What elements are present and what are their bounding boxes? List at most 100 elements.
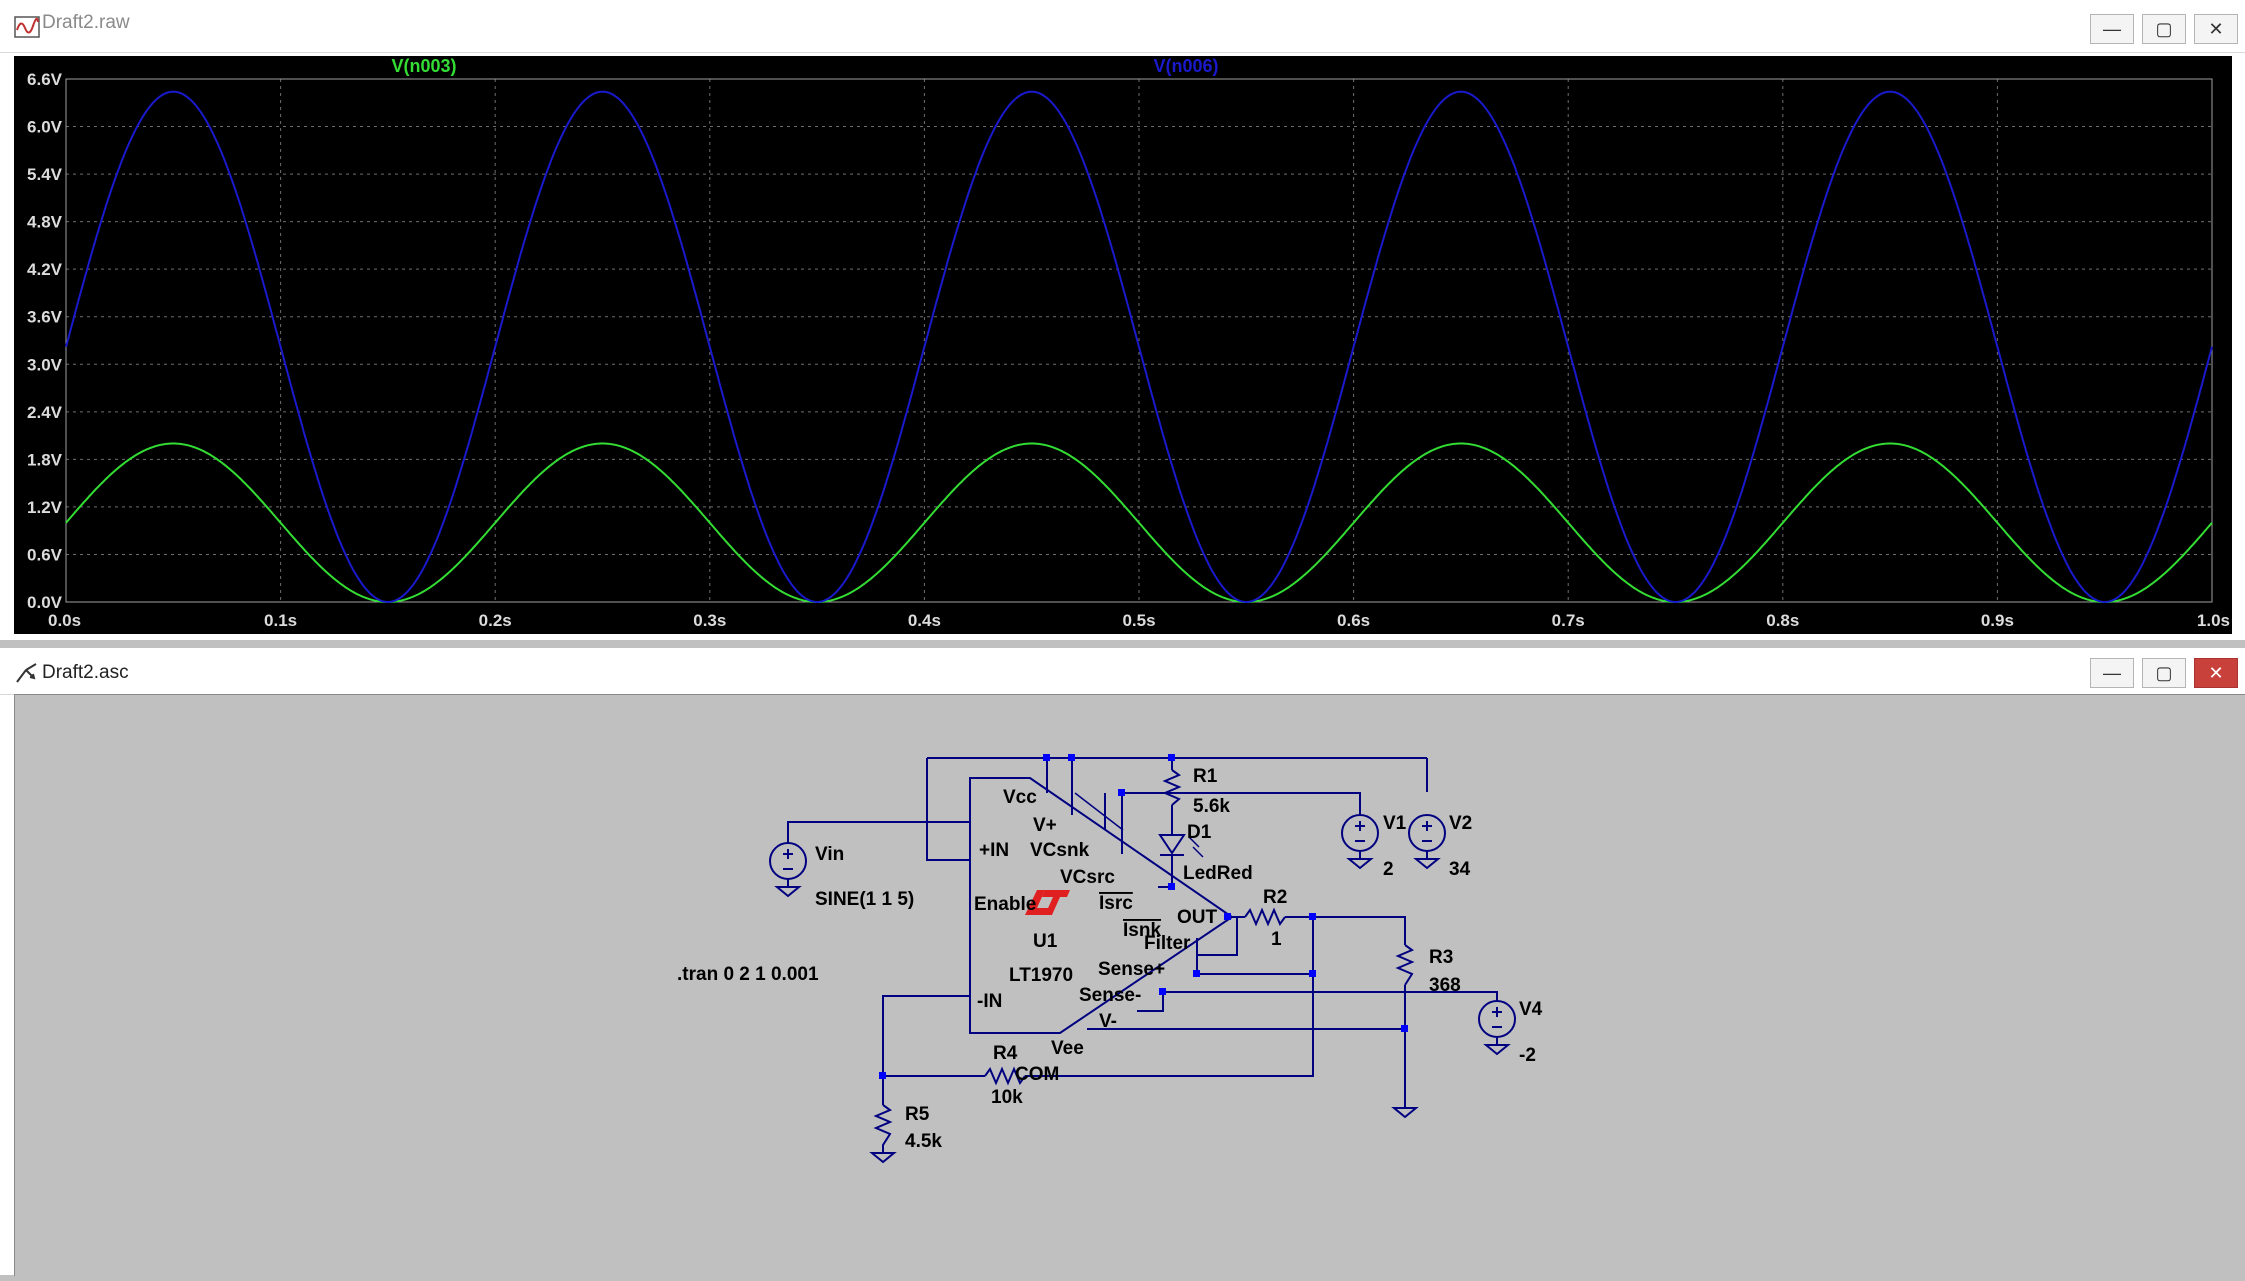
x-tick-label: 0.8s: [1766, 611, 1799, 630]
schematic-minimize-button[interactable]: —: [2090, 658, 2134, 688]
v1-source-symbol[interactable]: [1341, 814, 1379, 870]
pin-label-isrc: Isrc: [1099, 893, 1133, 914]
x-tick-label: 0.9s: [1981, 611, 2014, 630]
y-tick-label: 6.6V: [27, 70, 63, 89]
schematic-maximize-button[interactable]: ▢: [2142, 658, 2186, 688]
y-tick-label: 4.8V: [27, 213, 63, 232]
pin-label-vcsnk: VCsnk: [1030, 840, 1090, 861]
plot-grid: [65, 78, 2213, 603]
pin-label-in-plus: +IN: [979, 840, 1009, 861]
x-tick-label: 0.3s: [693, 611, 726, 630]
plot-frame: [65, 78, 2213, 603]
x-tick-label: 0.6s: [1337, 611, 1370, 630]
schematic-drawing[interactable]: Vcc V+ VCsnk VCsrc Isrc Isnk +IN Enable …: [15, 695, 2245, 1276]
r1-ref-label: R1: [1193, 766, 1218, 787]
pin-label-in-minus: -IN: [977, 991, 1002, 1012]
d1-value-label: LedRed: [1183, 863, 1253, 884]
ground-symbol: [869, 1152, 897, 1164]
r2-value-label: 1: [1271, 929, 1282, 950]
pin-label-vcc: Vcc: [1003, 787, 1037, 808]
r4-value-label: 10k: [991, 1087, 1023, 1108]
x-tick-label: 0.5s: [1122, 611, 1155, 630]
schematic-file-icon: [16, 663, 37, 683]
v1-ref-label: V1: [1383, 813, 1407, 834]
y-tick-label: 6.0V: [27, 118, 63, 137]
r2-resistor-symbol[interactable]: [1244, 907, 1286, 927]
r5-ref-label: R5: [905, 1104, 930, 1125]
pin-label-sense-plus: Sense+: [1098, 959, 1165, 980]
lt-logo: [1025, 890, 1070, 915]
y-tick-label: 3.0V: [27, 355, 63, 374]
waveform-plot[interactable]: 0.0V0.6V1.2V1.8V2.4V3.0V3.6V4.2V4.8V5.4V…: [14, 56, 2232, 634]
schematic-window-title: Draft2.asc: [42, 662, 129, 683]
v2-source-symbol[interactable]: [1408, 814, 1446, 870]
trace-vn003: [65, 442, 2213, 603]
wire-junctions: [879, 754, 1408, 1079]
wires: [787, 757, 1498, 1108]
plot-window-title: Draft2.raw: [42, 12, 130, 33]
legend-label-vn006: V(n006): [1153, 56, 1218, 76]
legend-label-vn003: V(n003): [391, 56, 456, 76]
x-axis-ticks: 0.0s 0.1s 0.2s 0.3s 0.4s 0.5s 0.6s 0.7s 0.8s 0.9s…: [48, 611, 2230, 630]
u1-lt1970-symbol[interactable]: [969, 777, 1234, 1034]
pin-label-out-visible: OUT: [1177, 907, 1218, 928]
x-tick-label: 1.0s: [2197, 611, 2230, 630]
d1-led-symbol[interactable]: [1158, 834, 1204, 858]
x-tick-label: 0.0s: [48, 611, 81, 630]
u1-ref-label: U1: [1033, 931, 1058, 952]
r4-ref-label: R4: [993, 1043, 1018, 1064]
ground-symbol: [1391, 1107, 1419, 1119]
x-tick-label: 0.4s: [908, 611, 941, 630]
y-axis-ticks: 0.0V0.6V1.2V1.8V2.4V3.0V3.6V4.2V4.8V5.4V…: [27, 70, 63, 612]
v2-value-label: 34: [1449, 859, 1471, 880]
y-tick-label: 3.6V: [27, 308, 63, 327]
x-tick-label: 0.7s: [1552, 611, 1585, 630]
r5-resistor-symbol[interactable]: [873, 1104, 893, 1153]
trace-legend: V(n003) V(n006): [391, 56, 1218, 76]
x-tick-label: 0.1s: [264, 611, 297, 630]
plot-window-titlebar[interactable]: Draft2.raw — ▢ ✕: [0, 0, 2245, 53]
schematic-canvas[interactable]: Vcc V+ VCsnk VCsrc Isrc Isnk +IN Enable …: [14, 694, 2245, 1276]
r1-resistor-symbol[interactable]: [1162, 769, 1182, 806]
y-tick-label: 1.2V: [27, 498, 63, 517]
vin-source-symbol[interactable]: [769, 842, 807, 898]
r5-value-label: 4.5k: [905, 1131, 942, 1152]
tran-directive[interactable]: .tran 0 2 1 0.001: [677, 964, 819, 985]
vin-value-label: SINE(1 1 5): [815, 889, 914, 910]
plot-close-button[interactable]: ✕: [2194, 14, 2238, 44]
plot-minimize-button[interactable]: —: [2090, 14, 2134, 44]
r1-value-label: 5.6k: [1193, 796, 1230, 817]
r2-ref-label: R2: [1263, 887, 1287, 908]
plot-maximize-button[interactable]: ▢: [2142, 14, 2186, 44]
v4-value-label: -2: [1519, 1045, 1536, 1066]
v1-value-label: 2: [1383, 859, 1394, 880]
v2-ref-label: V2: [1449, 813, 1472, 834]
pin-label-filter: Filter: [1144, 933, 1191, 954]
waveform-file-icon: [14, 16, 40, 38]
x-tick-label: 0.2s: [479, 611, 512, 630]
y-tick-label: 0.0V: [27, 593, 63, 612]
r3-value-label: 368: [1429, 975, 1461, 996]
r3-ref-label: R3: [1429, 947, 1453, 968]
pin-label-vplus: V+: [1033, 815, 1057, 836]
pin-label-vminus: V-: [1099, 1011, 1117, 1032]
schematic-close-button[interactable]: ✕: [2194, 658, 2238, 688]
v4-ref-label: V4: [1519, 999, 1543, 1020]
vin-ref-label: Vin: [815, 844, 844, 865]
schematic-editor-window: Draft2.asc — ▢ ✕: [0, 648, 2245, 1276]
plot-traces: [65, 90, 2213, 604]
r3-resistor-symbol[interactable]: [1395, 944, 1415, 986]
pin-label-vcsrc: VCsrc: [1060, 867, 1115, 888]
schematic-window-titlebar[interactable]: Draft2.asc — ▢ ✕: [0, 648, 2245, 695]
u1-part-label-visible: LT1970: [1009, 965, 1073, 986]
trace-vn006: [65, 90, 2213, 604]
pin-label-isnk: Isnk: [1123, 920, 1161, 941]
v4-source-symbol[interactable]: [1478, 1000, 1516, 1056]
y-tick-label: 1.8V: [27, 450, 63, 469]
pin-label-vee: Vee: [1051, 1038, 1084, 1059]
y-tick-label: 4.2V: [27, 260, 63, 279]
r4-resistor-symbol[interactable]: [984, 1066, 1026, 1086]
y-tick-label: 5.4V: [27, 165, 63, 184]
